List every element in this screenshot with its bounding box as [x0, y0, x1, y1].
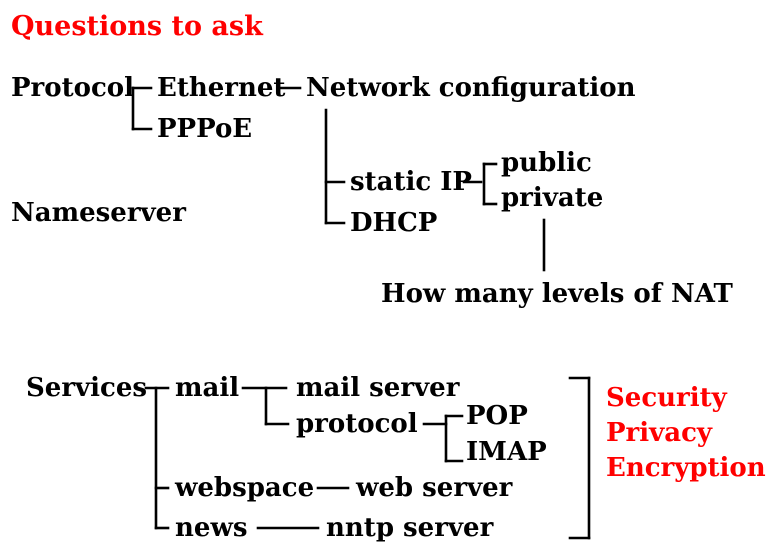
services-label: Services — [26, 373, 148, 403]
mail-protocol-node: protocol — [296, 409, 418, 439]
imap-node: IMAP — [466, 437, 547, 467]
concern-privacy: Privacy — [606, 418, 713, 448]
web-server-node: web server — [356, 473, 513, 503]
news-node: news — [175, 513, 248, 543]
static-ip-node: static IP — [350, 167, 472, 197]
concern-security: Security — [606, 383, 727, 413]
dhcp-node: DHCP — [350, 208, 438, 238]
mail-server-node: mail server — [296, 373, 460, 403]
public-node: public — [501, 148, 592, 178]
network-configuration-node: Network configuration — [306, 73, 636, 103]
pppoe-node: PPPoE — [157, 114, 253, 144]
webspace-node: webspace — [175, 473, 315, 503]
ethernet-node: Ethernet — [157, 73, 286, 103]
pop-node: POP — [466, 401, 528, 431]
diagram-title: Questions to ask — [11, 11, 263, 42]
nntp-server-node: nntp server — [326, 513, 494, 543]
nat-question-node: How many levels of NAT — [381, 279, 733, 309]
nameserver-label: Nameserver — [11, 198, 186, 228]
protocol-label: Protocol — [11, 73, 134, 103]
mail-node: mail — [175, 373, 240, 403]
private-node: private — [501, 183, 604, 213]
concern-encryption: Encryption — [606, 453, 766, 483]
